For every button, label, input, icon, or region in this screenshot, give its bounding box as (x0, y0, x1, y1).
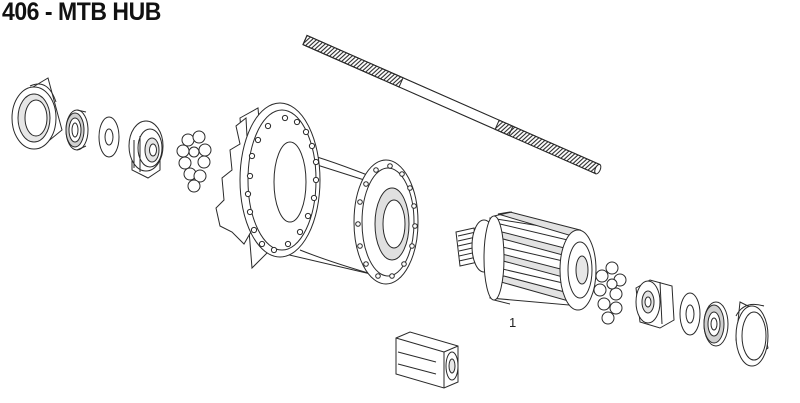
threaded-axle-icon (303, 35, 602, 174)
hex-spacer-icon (396, 332, 458, 388)
end-cap-icon (12, 78, 62, 149)
hub-shell-icon (216, 103, 418, 284)
end-cap-icon (736, 302, 768, 366)
freehub-callout-label: 1 (509, 315, 517, 330)
washer-icon (99, 117, 119, 157)
ball-bearings-icon (594, 262, 626, 324)
cone-nut-icon (129, 121, 163, 178)
bearing-icon (704, 302, 728, 346)
washer-icon (680, 293, 700, 335)
freehub-icon (456, 212, 596, 310)
cone-nut-icon (636, 280, 674, 328)
ball-bearings-icon (177, 131, 211, 192)
bearing-icon (66, 110, 88, 150)
page-title: 406 - MTB HUB (2, 0, 161, 26)
